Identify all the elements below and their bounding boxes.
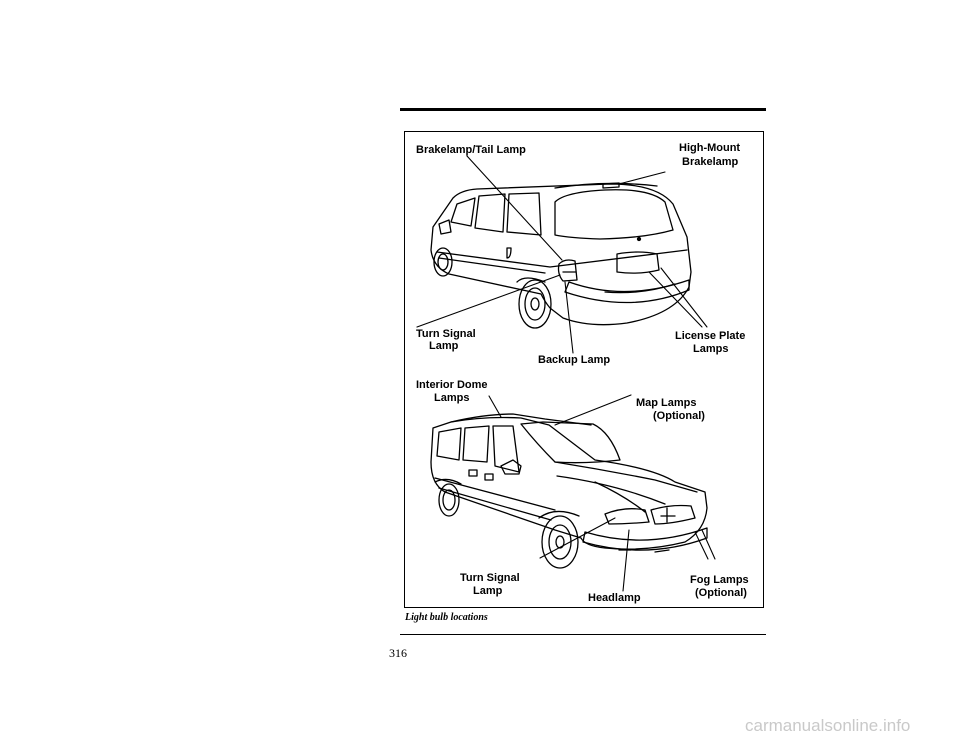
label-front-turn-signal-line1: Turn Signal: [460, 572, 520, 584]
label-map-lamps-line1: Map Lamps: [636, 397, 697, 409]
watermark: carmanualsonline.info: [745, 716, 911, 735]
rear-view-labels: Brakelamp/Tail Lamp High-Mount Brakelamp…: [416, 142, 745, 366]
top-rule: [400, 108, 766, 111]
figure-caption: Light bulb locations: [405, 612, 488, 623]
label-front-turn-signal-line2: Lamp: [473, 585, 503, 597]
light-bulb-diagram: Brakelamp/Tail Lamp High-Mount Brakelamp…: [416, 142, 749, 604]
label-backup-lamp: Backup Lamp: [538, 354, 610, 366]
label-interior-dome-line1: Interior Dome: [416, 379, 488, 391]
label-fog-lamps-line2: (Optional): [695, 587, 747, 599]
label-rear-turn-signal-line2: Lamp: [429, 340, 459, 352]
figure-frame: Brakelamp/Tail Lamp High-Mount Brakelamp…: [404, 131, 764, 608]
label-license-plate-line2: Lamps: [693, 343, 728, 355]
front-leader-lines: [488, 394, 716, 592]
label-rear-turn-signal-line1: Turn Signal: [416, 328, 476, 340]
label-interior-dome-line2: Lamps: [434, 392, 469, 404]
label-headlamp: Headlamp: [588, 592, 641, 604]
rear-leader-lines: [416, 155, 708, 354]
rear-van-illustration: [430, 182, 692, 329]
label-license-plate-line1: License Plate: [675, 330, 745, 342]
label-map-lamps-line2: (Optional): [653, 410, 705, 422]
label-brakelamp-tail: Brakelamp/Tail Lamp: [416, 144, 526, 156]
label-high-mount-line2: Brakelamp: [682, 156, 739, 168]
page-number: 316: [389, 646, 407, 660]
bottom-rule: [400, 634, 766, 635]
front-van-illustration: [430, 413, 708, 569]
front-view-labels: Interior Dome Lamps Map Lamps (Optional)…: [416, 379, 749, 604]
label-high-mount-line1: High-Mount: [679, 142, 740, 154]
label-fog-lamps-line1: Fog Lamps: [690, 574, 749, 586]
